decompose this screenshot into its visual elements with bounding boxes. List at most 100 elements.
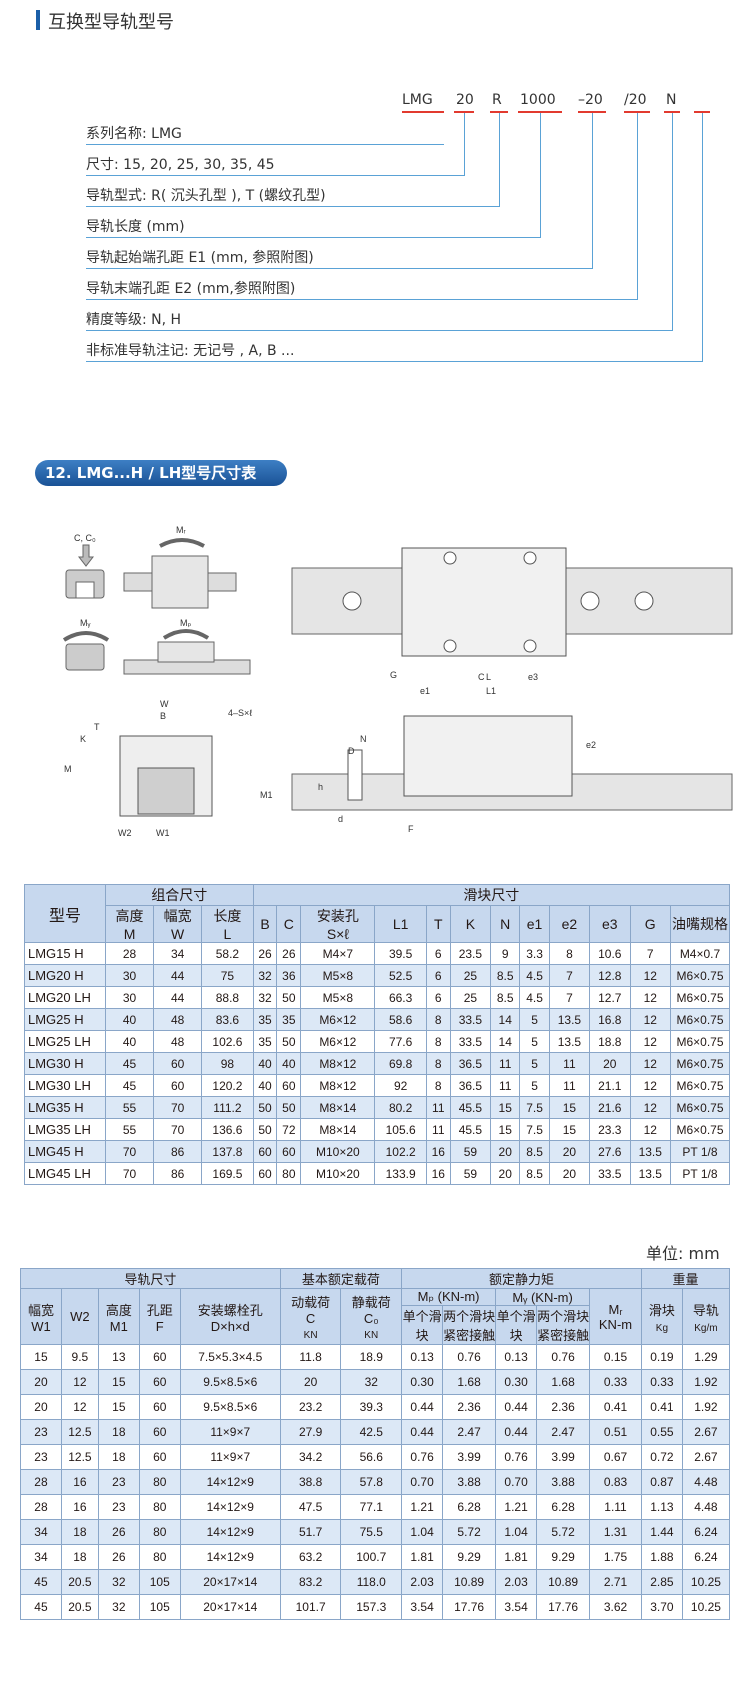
block-top-icon	[151, 555, 209, 609]
table-cell: 12	[60, 1369, 99, 1395]
label-l1: L1	[486, 686, 496, 696]
title-accent-bar	[36, 10, 40, 30]
explain-underline	[86, 330, 673, 331]
th-rail: 导轨尺寸	[20, 1268, 281, 1289]
table-cell: 44	[153, 964, 203, 987]
table-cell: 1.11	[589, 1494, 642, 1520]
code-type: R	[492, 92, 502, 108]
table-cell: 4.5	[519, 986, 550, 1009]
table-cell: 105.6	[374, 1118, 427, 1141]
table-cell: 60	[276, 1140, 302, 1163]
table-cell: 30	[104, 964, 155, 987]
block-top-view	[401, 547, 567, 657]
table-cell: 20	[279, 1369, 342, 1395]
table-cell: 6.28	[536, 1494, 591, 1520]
table-cell: 45.5	[449, 1118, 492, 1141]
table-cell: 39.5	[374, 942, 427, 965]
table-cell: 0.41	[589, 1394, 642, 1420]
table-cell: 8	[425, 1008, 451, 1031]
table-cell: 59	[449, 1140, 492, 1163]
table-cell: M8×14	[300, 1096, 376, 1119]
explain-e2: 导轨末端孔距 E2 (mm,参照附图)	[86, 281, 296, 297]
table-cell: 0.55	[640, 1419, 683, 1445]
explain-underline	[86, 237, 541, 238]
table-cell: 0.19	[640, 1344, 683, 1370]
th-assembly: 组合尺寸	[105, 884, 254, 906]
table-cell: 18	[60, 1519, 99, 1545]
table-cell: 50	[276, 1096, 302, 1119]
table-cell: 5	[519, 1074, 550, 1097]
table-cell: 14×12×9	[179, 1469, 281, 1495]
table-cell: M4×0.7	[670, 942, 730, 965]
table-cell: 1.13	[640, 1494, 683, 1520]
table-cell: 45	[20, 1594, 62, 1620]
th-my-single: 单个滑块	[495, 1305, 538, 1345]
table-cell: 63.2	[279, 1544, 342, 1570]
table-cell: 4.5	[519, 964, 550, 987]
table-cell: 15	[548, 1118, 591, 1141]
table-cell: 11×9×7	[179, 1444, 281, 1470]
table-cell: 13	[97, 1344, 140, 1370]
table-cell: 23	[20, 1444, 62, 1470]
arrow-down-icon	[77, 544, 95, 567]
table-cell: 1.68	[442, 1369, 497, 1395]
table-cell: 8	[425, 1074, 451, 1097]
table-cell: 69.8	[374, 1052, 427, 1075]
table-cell: 7	[629, 942, 671, 965]
th-e3: e3	[589, 905, 631, 943]
table-cell: 10.6	[589, 942, 631, 965]
table-cell: 7	[548, 964, 591, 987]
table-cell: 10.89	[536, 1569, 591, 1595]
table-cell: 11	[425, 1096, 451, 1119]
label-f: F	[408, 824, 414, 834]
leader-line	[637, 113, 638, 300]
table-cell: 0.70	[401, 1469, 444, 1495]
table-cell: 33.5	[449, 1030, 492, 1053]
explain-nonstandard: 非标准导轨注记: 无记号 , A, B ...	[86, 343, 295, 359]
table-cell: 28	[20, 1469, 62, 1495]
table-cell: 60	[252, 1162, 278, 1185]
th-mp: Mₚ (KN-m)	[401, 1288, 497, 1306]
table-cell: 6.24	[681, 1519, 731, 1545]
table-cell: 100.7	[340, 1544, 403, 1570]
table-cell: 16	[425, 1140, 451, 1163]
table-cell: 8.5	[490, 964, 521, 987]
table-cell: 21.1	[589, 1074, 631, 1097]
explain-underline	[86, 144, 444, 145]
table-cell: M10×20	[300, 1162, 376, 1185]
table-cell: 2.85	[640, 1569, 683, 1595]
table-cell: 21.6	[589, 1096, 631, 1119]
table-cell: 12	[629, 1030, 671, 1053]
table-cell: 1.81	[401, 1544, 444, 1570]
table-cell: 32	[252, 964, 278, 987]
table-cell: 23	[97, 1494, 140, 1520]
table-cell: 45.5	[449, 1096, 492, 1119]
explain-e1: 导轨起始端孔距 E1 (mm, 参照附图)	[86, 250, 314, 266]
table-cell: 34.2	[279, 1444, 342, 1470]
table-cell: 48	[153, 1030, 203, 1053]
table-cell: 18.8	[589, 1030, 631, 1053]
table-cell: 7.5	[519, 1096, 550, 1119]
table-cell: 8.5	[519, 1162, 550, 1185]
th-my-double: 两个滑块紧密接触	[536, 1305, 591, 1345]
code-series: LMG	[402, 92, 433, 108]
table-cell: 157.3	[340, 1594, 403, 1620]
table-cell: 18	[97, 1444, 140, 1470]
label-c: C	[478, 672, 485, 682]
table-cell: 80	[276, 1162, 302, 1185]
th-n: N	[490, 905, 521, 943]
table-cell: 1.21	[495, 1494, 538, 1520]
th-mp-double: 两个滑块紧密接触	[442, 1305, 497, 1345]
table-cell: 14×12×9	[179, 1494, 281, 1520]
label-g: G	[390, 670, 397, 680]
